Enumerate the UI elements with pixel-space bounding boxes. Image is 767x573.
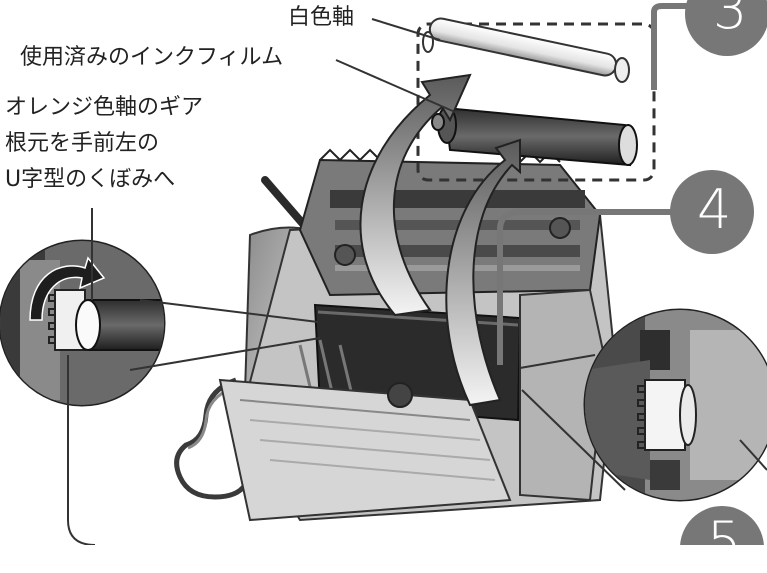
fax-machine	[218, 148, 617, 522]
step-4-badge	[670, 170, 754, 254]
handset-cord	[174, 377, 248, 500]
step-5-badge	[680, 506, 764, 545]
step-3-badge	[685, 0, 767, 56]
callout-lines	[67, 18, 767, 545]
label-orange-gear-line3: U字型のくぼみへ	[5, 167, 176, 192]
removed-film-box	[416, 22, 656, 182]
step-3-number: 3	[713, 0, 748, 41]
removal-arrow-small	[445, 138, 521, 407]
label-orange-gear-line1: オレンジ色軸のギア	[5, 95, 204, 120]
removal-arrow-large	[359, 73, 472, 317]
step-4-connector	[497, 209, 680, 365]
right-detail-circle	[583, 308, 767, 502]
step-5-number: 5	[707, 510, 742, 573]
step-4-number: 4	[697, 178, 732, 241]
white-shaft-roll	[422, 17, 630, 83]
label-orange-gear-line2: 根元を手前左の	[5, 131, 160, 156]
label-white-shaft: 白色軸	[288, 5, 355, 30]
used-ink-film-roll	[431, 106, 638, 167]
step-3-connector	[651, 2, 690, 90]
fax-ink-film-diagram	[0, 0, 767, 545]
label-used-ink-film: 使用済みのインクフィルム	[20, 45, 284, 70]
